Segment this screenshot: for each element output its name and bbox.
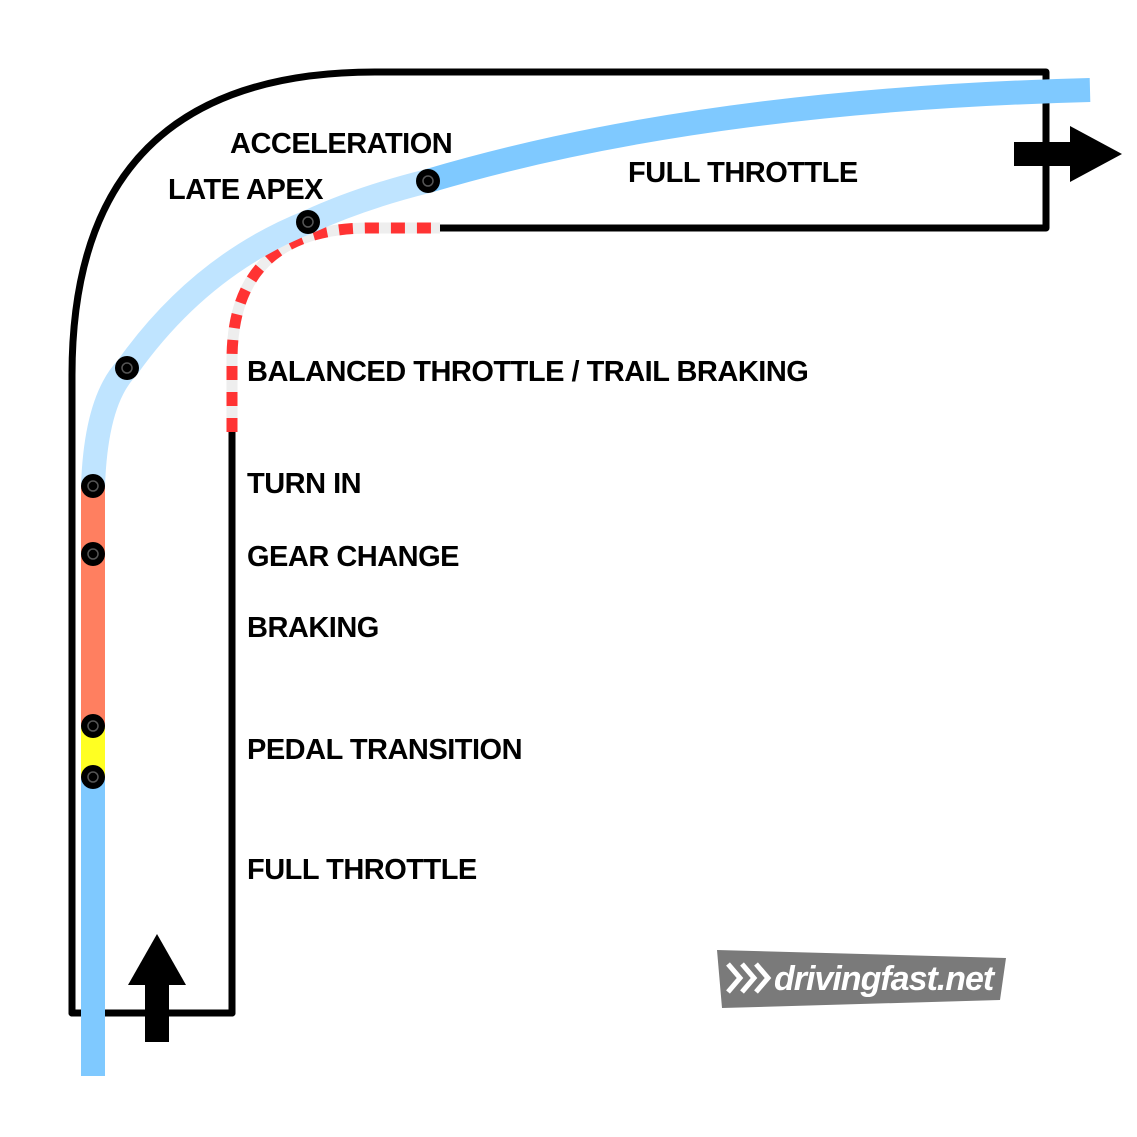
racing-line-exit-throttle [424,78,1091,193]
label-gear-change: GEAR CHANGE [247,541,459,573]
marker-braking-start [81,714,105,738]
chevron-right-icon [726,962,772,994]
inside-kerb-white [226,222,440,432]
marker-balanced-throttle [115,356,139,380]
marker-full-throttle-end [81,765,105,789]
marker-acceleration [416,169,440,193]
label-full-throttle-exit: FULL THROTTLE [628,157,858,189]
brand-logo: drivingfast.net [717,950,1006,1008]
marker-turn-in [81,474,105,498]
arrow-up-icon [128,934,186,1042]
label-pedal-transition: PEDAL TRANSITION [247,734,522,766]
brand-text: drivingfast.net [774,960,996,998]
racing-line-corner [81,169,431,487]
label-turn-in: TURN IN [247,468,361,500]
inside-kerb-red [226,222,440,432]
label-acceleration: ACCELERATION [230,128,452,160]
brand-badge [717,950,1006,1008]
label-balanced-throttle: BALANCED THROTTLE / TRAIL BRAKING [247,356,808,388]
track-outline [68,68,1050,1017]
arrow-right-icon [1014,126,1122,182]
label-late-apex: LATE APEX [168,174,324,206]
marker-gear-change [81,542,105,566]
label-braking: BRAKING [247,612,379,644]
marker-late-apex [296,210,320,234]
label-full-throttle-entry: FULL THROTTLE [247,854,477,886]
